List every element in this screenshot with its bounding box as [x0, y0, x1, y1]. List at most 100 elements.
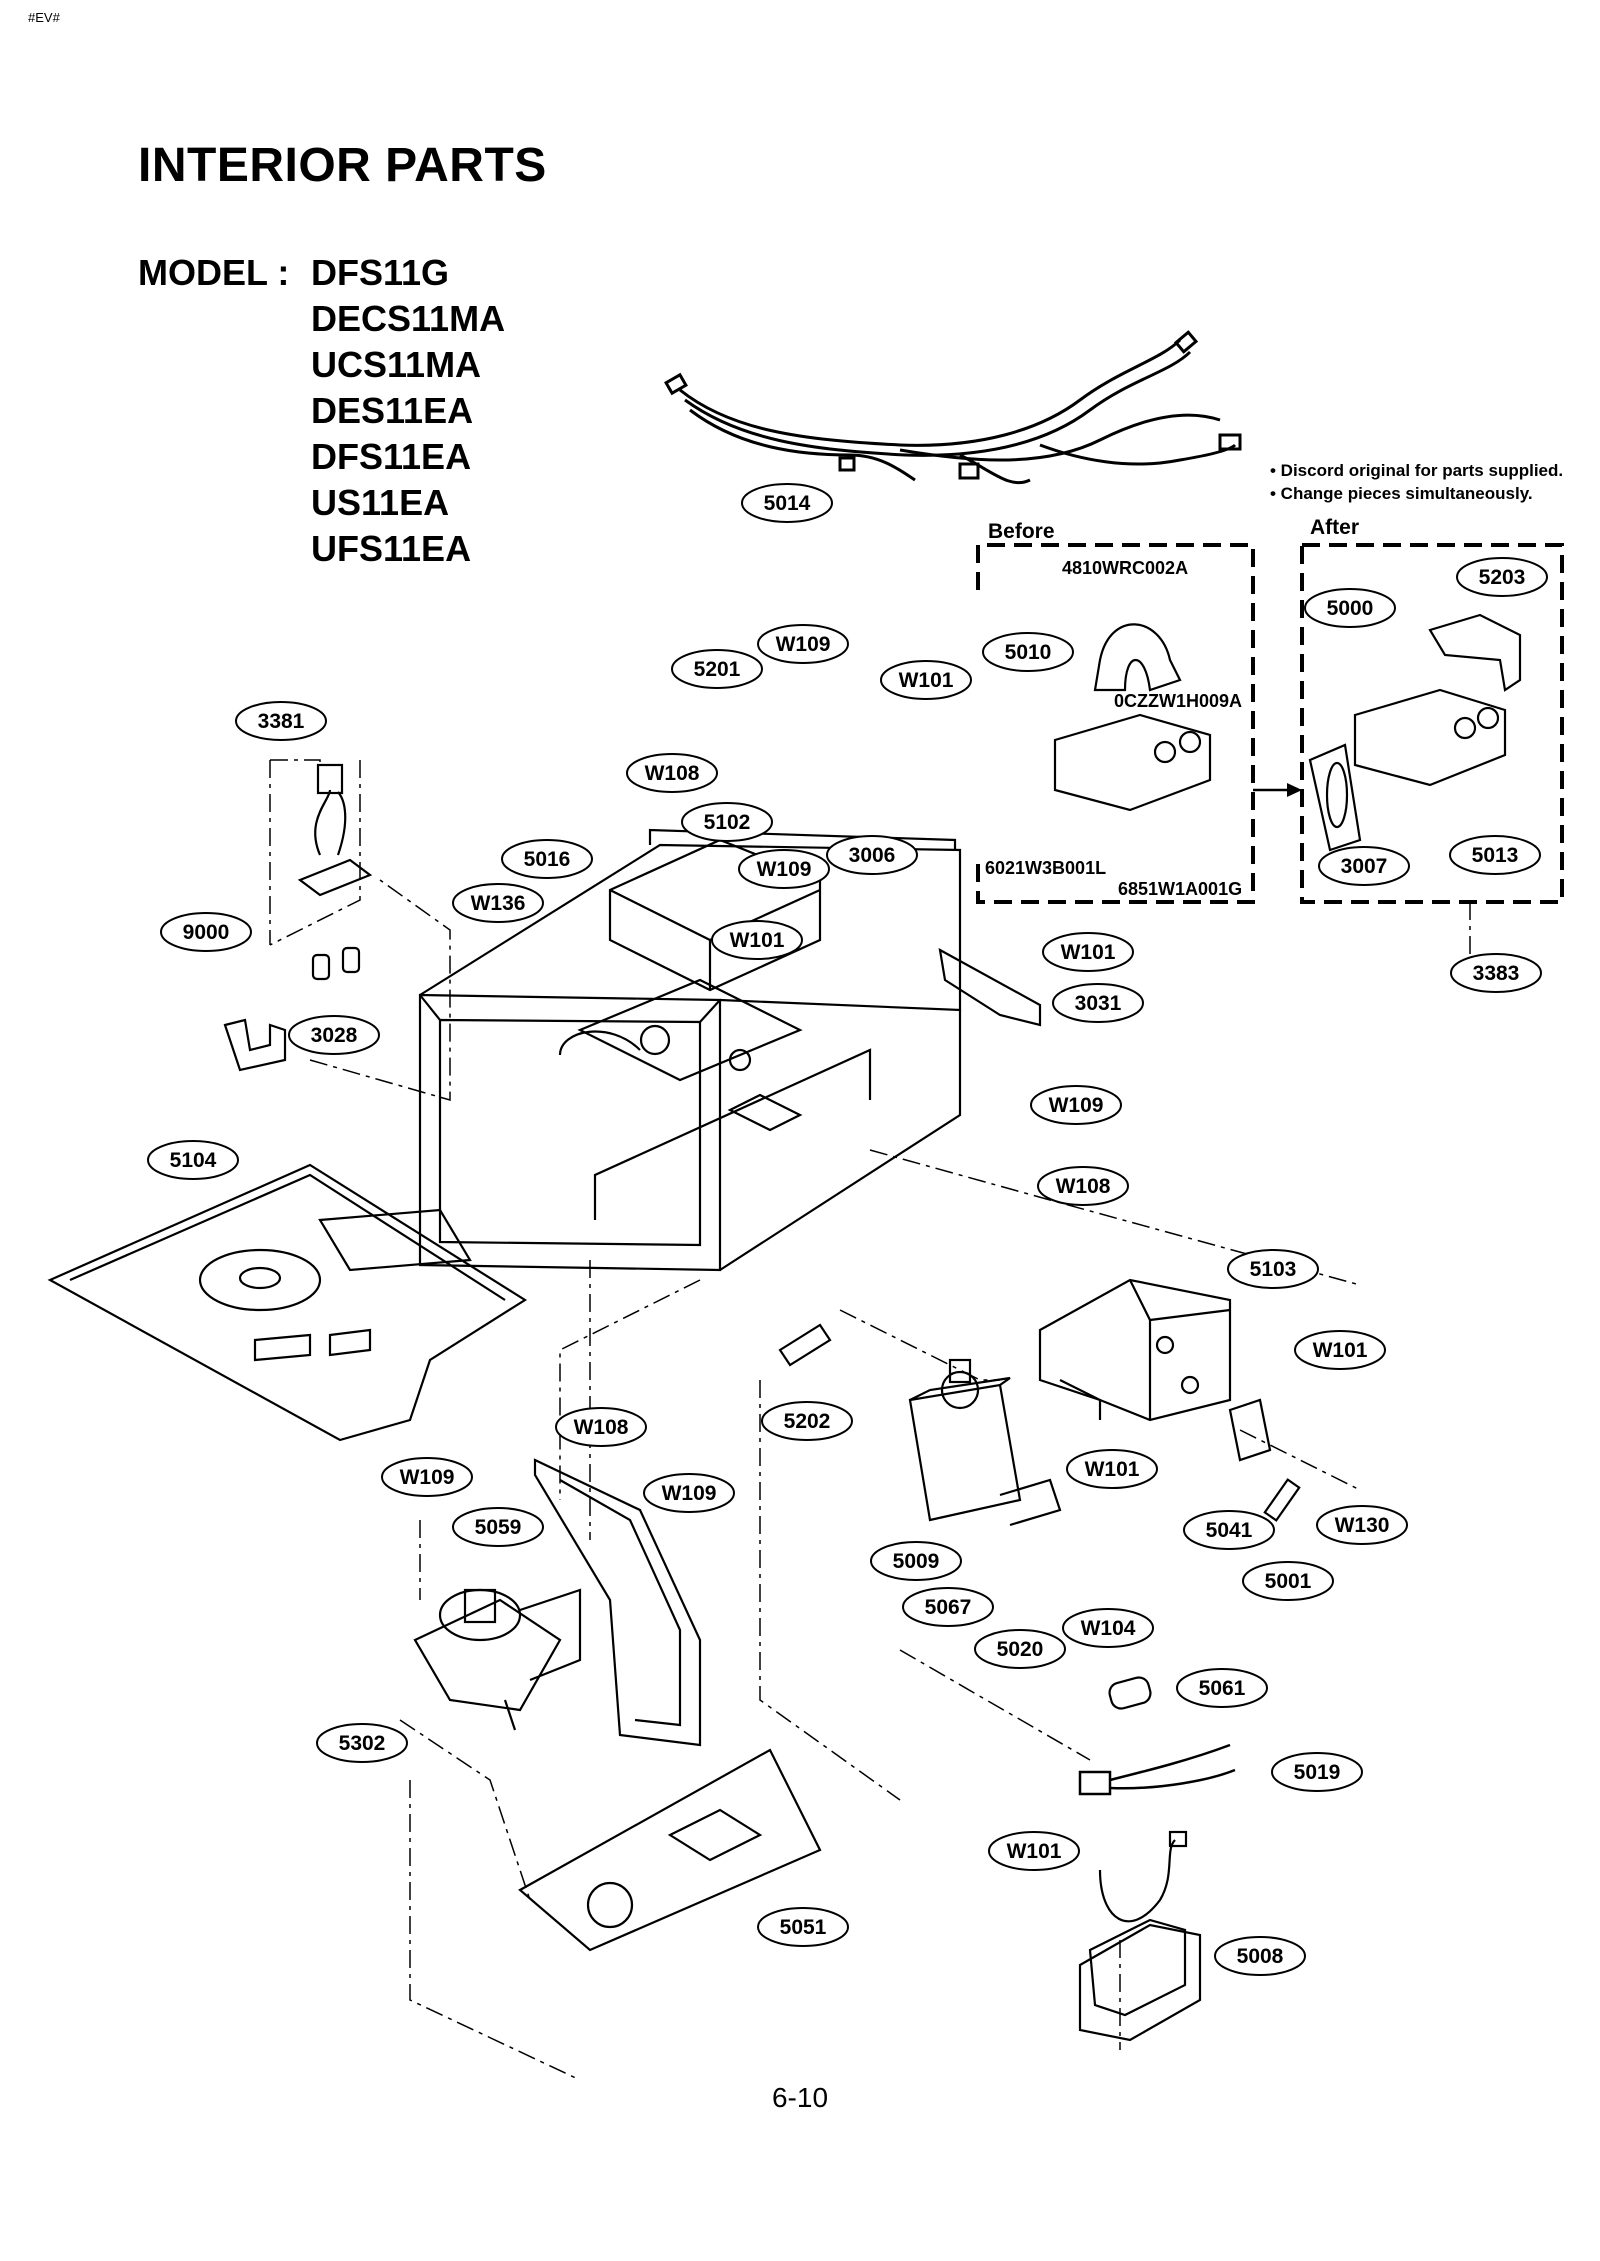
callout-w109: W109 [381, 1457, 473, 1497]
wire-lead [1078, 1743, 1236, 1796]
page-title: INTERIOR PARTS [138, 139, 547, 192]
callout-oval [1037, 1166, 1129, 1206]
callout-label: 5202 [784, 1410, 831, 1433]
callout-5059: 5059 [452, 1507, 544, 1547]
bracket-3031 [938, 947, 1042, 1027]
callout-label: 3383 [1473, 962, 1520, 985]
callout-5010: 5010 [982, 632, 1074, 672]
callout-5041: 5041 [1183, 1510, 1275, 1550]
callout-oval [1176, 1668, 1268, 1708]
callout-label: W101 [1313, 1339, 1368, 1362]
callout-label: 5201 [694, 658, 741, 681]
model-label: MODEL : [138, 252, 300, 293]
callout-5061: 5061 [1176, 1668, 1268, 1708]
oven-cavity-frame [418, 828, 962, 1272]
callout-w101: W101 [711, 920, 803, 960]
callout-oval [1042, 932, 1134, 972]
ferrite-core [1108, 1676, 1152, 1710]
transformer [1078, 1830, 1202, 2042]
callout-oval [826, 835, 918, 875]
callout-w101: W101 [1042, 932, 1134, 972]
callout-3381: 3381 [235, 701, 327, 741]
fuse-holder [1228, 1398, 1301, 1522]
callout-oval [1456, 557, 1548, 597]
leader-lines [269, 759, 1471, 2081]
air-duct [533, 1458, 702, 1747]
magnetron [908, 1358, 1062, 1527]
callout-5051: 5051 [757, 1907, 849, 1947]
model-name: DECS11MA [311, 298, 506, 339]
note-line: • Change pieces simultaneously. [1270, 484, 1533, 503]
callout-oval [1450, 953, 1542, 993]
callout-label: W108 [645, 762, 700, 785]
model-name: DFS11EA [311, 436, 472, 477]
callout-label: 3031 [1075, 992, 1122, 1015]
model-name: DES11EA [311, 390, 474, 431]
hv-capacitor-before [1053, 623, 1212, 812]
callout-3031: 3031 [1052, 983, 1144, 1023]
callout-w101: W101 [1066, 1449, 1158, 1489]
callout-w101: W101 [988, 1831, 1080, 1871]
callout-oval [1318, 846, 1410, 886]
callout-3028: 3028 [288, 1015, 380, 1055]
callout-label: 5104 [170, 1149, 217, 1172]
callout-label: 5009 [893, 1550, 940, 1573]
callout-3007: 3007 [1318, 846, 1410, 886]
callout-w104: W104 [1062, 1608, 1154, 1648]
callout-label: 5051 [780, 1916, 827, 1939]
callout-oval [681, 802, 773, 842]
callout-oval [1316, 1505, 1408, 1545]
callout-oval [738, 849, 830, 889]
callout-oval [1304, 588, 1396, 628]
callout-w109: W109 [643, 1473, 735, 1513]
callout-label: W136 [471, 892, 526, 915]
model-name: UFS11EA [311, 528, 472, 569]
callout-oval [1062, 1608, 1154, 1648]
callout-9000: 9000 [160, 912, 252, 952]
before-panel [976, 543, 1255, 904]
callout-label: W101 [1085, 1458, 1140, 1481]
callout-label: W109 [757, 858, 812, 881]
mount-bracket [1038, 1278, 1232, 1422]
callout-label: W101 [1061, 941, 1116, 964]
callout-5201: 5201 [671, 649, 763, 689]
callout-label: 5016 [524, 848, 571, 871]
bracket [778, 1323, 832, 1367]
base-tray [47, 1163, 528, 1442]
callout-5102: 5102 [681, 802, 773, 842]
callout-label: W108 [1056, 1175, 1111, 1198]
callout-oval [1271, 1752, 1363, 1792]
callout-label: 5014 [764, 492, 811, 515]
callout-label: W109 [776, 633, 831, 656]
fan-motor [413, 1588, 582, 1731]
callout-oval [626, 753, 718, 793]
callout-label: 3007 [1341, 855, 1388, 878]
page-number: 6-10 [771, 2082, 829, 2113]
callout-label: 5000 [1327, 597, 1374, 620]
callout-5008: 5008 [1214, 1936, 1306, 1976]
callout-label: 3381 [258, 710, 305, 733]
callout-label: W108 [574, 1416, 629, 1439]
model-name: DFS11G [311, 252, 450, 293]
callout-oval [1066, 1449, 1158, 1489]
callout-oval [316, 1723, 408, 1763]
callout-5202: 5202 [761, 1401, 853, 1441]
callout-5000: 5000 [1304, 588, 1396, 628]
callout-label: 5020 [997, 1638, 1044, 1661]
callout-oval [880, 660, 972, 700]
callout-5019: 5019 [1271, 1752, 1363, 1792]
callout-label: W101 [1007, 1840, 1062, 1863]
callout-label: 5061 [1199, 1677, 1246, 1700]
callout-5009: 5009 [870, 1541, 962, 1581]
callout-label: 5019 [1294, 1761, 1341, 1784]
callout-oval [902, 1587, 994, 1627]
callout-w109: W109 [738, 849, 830, 889]
callout-oval [288, 1015, 380, 1055]
callout-label: W104 [1081, 1617, 1136, 1640]
callout-5103: 5103 [1227, 1249, 1319, 1289]
callout-oval [555, 1407, 647, 1447]
callout-oval [452, 883, 544, 923]
hv-capacitor-after [1308, 613, 1522, 852]
part-code: 6851W1A001G [1118, 879, 1242, 899]
callout-label: 5059 [475, 1516, 522, 1539]
